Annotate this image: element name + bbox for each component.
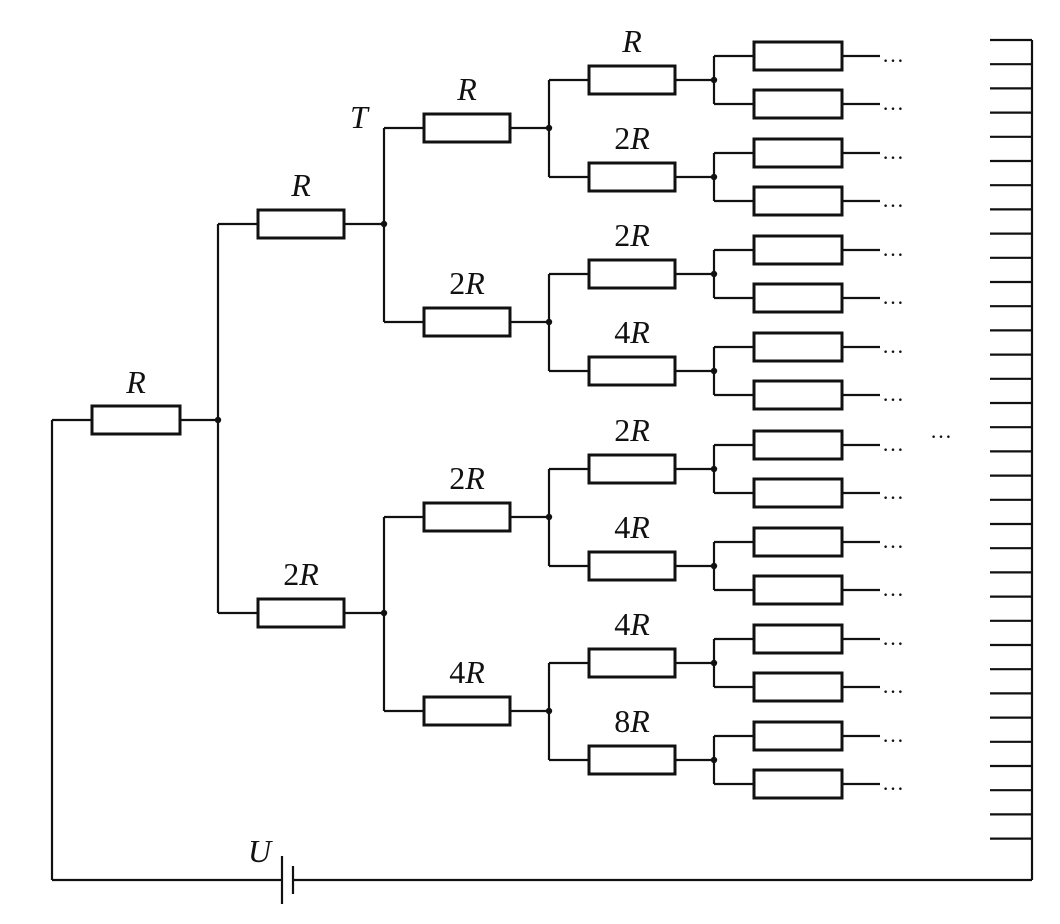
- resistor-l3-4: [587, 355, 677, 387]
- resistor-l3-7: [587, 647, 677, 679]
- resistor-leaf: [752, 768, 844, 800]
- ellipsis-label: …: [882, 528, 905, 553]
- resistor-l3-7-label: 4R: [614, 606, 650, 642]
- resistor-l3-3: [587, 258, 677, 290]
- resistor-leaf: [752, 720, 844, 752]
- resistor-l3-8: [587, 744, 677, 776]
- resistor-l2-2: [422, 306, 512, 338]
- resistor-leaf: [752, 671, 844, 703]
- resistor-l3-6-label: 4R: [614, 509, 650, 545]
- resistor-leaf: [752, 137, 844, 169]
- ellipsis-label: …: [882, 236, 905, 261]
- resistor-l3-5: [587, 453, 677, 485]
- resistor-leaf: [752, 234, 844, 266]
- ellipsis-label: …: [882, 625, 905, 650]
- resistor-l2-4: [422, 695, 512, 727]
- resistor-l2-2-label: 2R: [449, 265, 485, 301]
- resistor-root: [90, 404, 182, 436]
- resistor-l3-8-label: 8R: [614, 703, 650, 739]
- resistor-leaf: [752, 379, 844, 411]
- ellipsis-label: …: [882, 431, 905, 456]
- ellipsis-label: …: [882, 42, 905, 67]
- middle-ellipsis: …: [930, 418, 953, 443]
- ellipsis-label: …: [882, 479, 905, 504]
- resistor-l2-3-label: 2R: [449, 460, 485, 496]
- resistor-l2-4-label: 4R: [449, 654, 485, 690]
- ellipsis-label: …: [882, 187, 905, 212]
- resistor-l3-1-label: R: [621, 23, 642, 59]
- resistor-leaf: [752, 40, 844, 72]
- resistor-leaf: [752, 331, 844, 363]
- resistor-leaf: [752, 477, 844, 509]
- resistor-l2-1: [422, 112, 512, 144]
- ellipsis-label: …: [882, 139, 905, 164]
- node-t-label: T: [350, 99, 370, 135]
- resistor-leaf: [752, 574, 844, 606]
- resistor-l3-1: [587, 64, 677, 96]
- resistor-l3-5-label: 2R: [614, 412, 650, 448]
- resistor-leaf: [752, 429, 844, 461]
- resistor-l1-2: [256, 597, 346, 629]
- resistor-l1-1: [256, 208, 346, 240]
- resistor-l3-2: [587, 161, 677, 193]
- ellipsis-label: …: [882, 673, 905, 698]
- resistor-leaf: [752, 185, 844, 217]
- ellipsis-label: …: [882, 770, 905, 795]
- resistor-l1-2-label: 2R: [283, 556, 319, 592]
- resistor-l2-1-label: R: [456, 71, 477, 107]
- ellipsis-label: …: [882, 284, 905, 309]
- resistor-leaf: [752, 526, 844, 558]
- ellipsis-label: …: [882, 333, 905, 358]
- resistor-l1-1-label: R: [290, 167, 311, 203]
- ellipsis-label: …: [882, 722, 905, 747]
- resistor-l3-2-label: 2R: [614, 120, 650, 156]
- resistor-leaf: [752, 623, 844, 655]
- resistor-leaf: [752, 282, 844, 314]
- resistor-l3-6: [587, 550, 677, 582]
- resistor-l3-3-label: 2R: [614, 217, 650, 253]
- source-label: U: [248, 833, 273, 869]
- resistor-l3-4-label: 4R: [614, 314, 650, 350]
- resistor-root-label: R: [125, 364, 146, 400]
- resistor-leaf: [752, 88, 844, 120]
- ellipsis-label: …: [882, 90, 905, 115]
- resistor-l2-3: [422, 501, 512, 533]
- ellipsis-label: …: [882, 381, 905, 406]
- ellipsis-label: …: [882, 576, 905, 601]
